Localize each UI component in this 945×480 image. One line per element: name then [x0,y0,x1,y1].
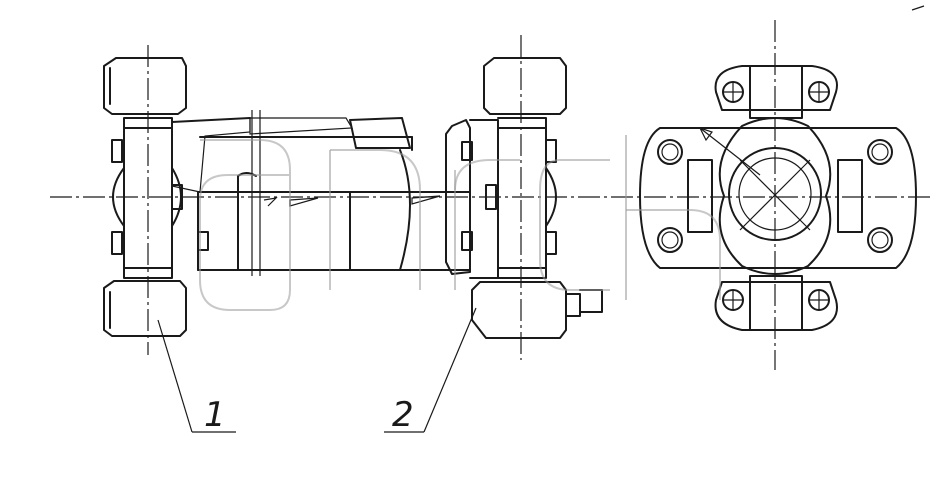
seal-block [349,117,411,149]
left-joint [103,45,187,355]
shaft-assembly [171,110,471,276]
callout-2: 2 [384,307,477,435]
callout-2-label: 2 [392,395,414,435]
callout-1: 1 [157,319,236,435]
callout-1-label: 1 [204,395,226,435]
end-view [639,5,925,370]
watermark [199,135,721,311]
